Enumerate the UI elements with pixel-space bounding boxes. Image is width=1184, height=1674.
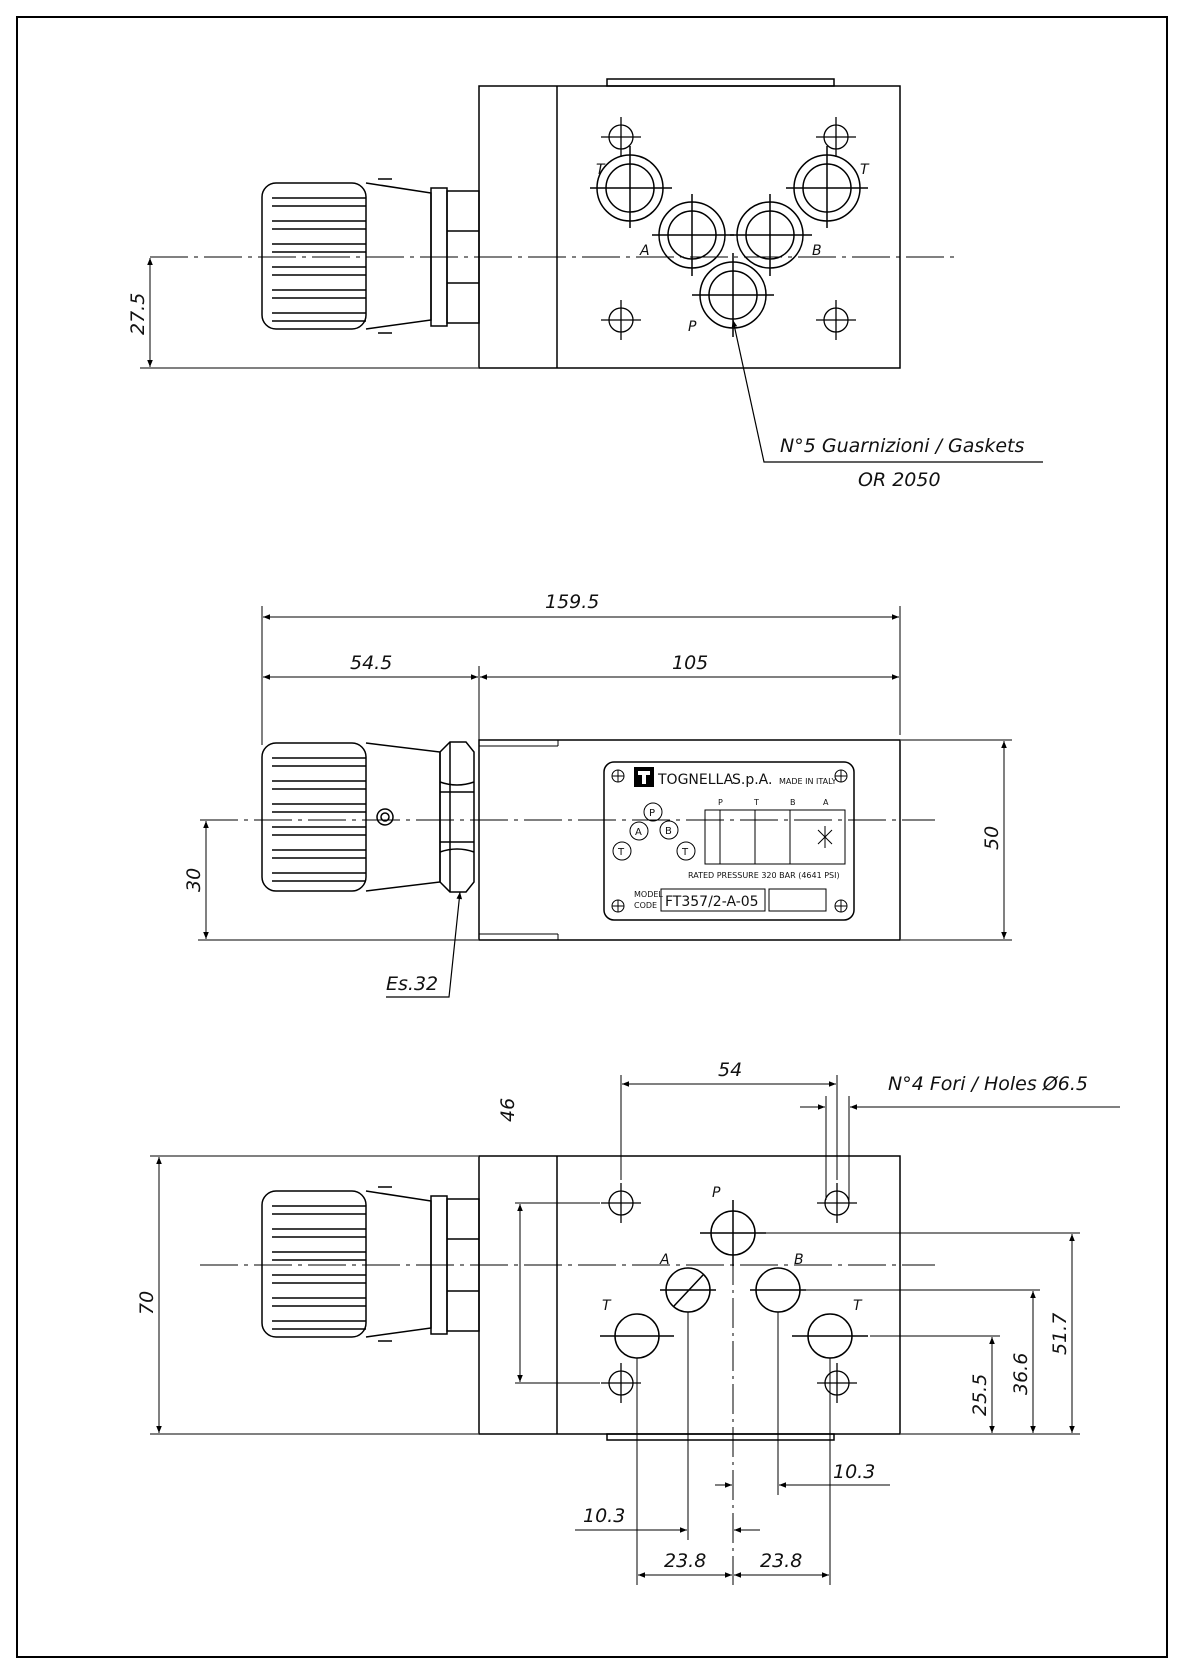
dimension-27-5: 27.5 [127,293,149,335]
port-label-b: B [812,243,822,259]
knob-bottom [261,1186,480,1342]
dimension-50: 50 [981,826,1003,850]
dimension-10-3-left: 10.3 [583,1505,625,1527]
dimension-25-5: 25.5 [969,1374,991,1416]
port-label-p: P [688,319,697,335]
ports-bottom [600,1200,868,1359]
drawing-border [16,16,1168,1658]
mounting-holes-top [601,117,856,340]
dimension-23-8-left: 23.8 [664,1550,706,1572]
port-label-a-bottom: A [659,1252,670,1268]
bottom-view [150,1075,1120,1585]
port-label-p-bottom: P [712,1185,721,1201]
plate-symbol-a: A [635,827,642,838]
gaskets-spec: OR 2050 [858,469,941,491]
port-label-t-left-bottom: T [602,1298,612,1314]
plate-model-value: FT357/2-A-05 [665,894,759,910]
plate-model-label: MODEL [634,890,663,899]
holes-note: N°4 Fori / Holes Ø6.5 [888,1073,1088,1095]
gaskets-note: N°5 Guarnizioni / Gaskets [780,435,1024,457]
dimension-159-5: 159.5 [545,591,599,613]
dimension-46: 46 [497,1098,519,1122]
dimension-70: 70 [136,1291,158,1315]
port-label-t-right: T [860,162,870,178]
plate-column-p: P [718,798,723,807]
plate-column-t: T [753,798,759,807]
port-label-t-right-bottom: T [853,1298,863,1314]
port-label-t-left: T [596,162,606,178]
plate-column-a: A [823,798,829,807]
plate-column-b: B [790,798,796,807]
plate-brand: TOGNELLA [657,772,734,788]
plate-symbol-t-right: T [681,847,689,858]
dimension-23-8-right: 23.8 [760,1550,802,1572]
plate-made-in: MADE IN ITALY [779,777,837,786]
plate-symbol-p: P [649,808,655,819]
plate-symbol-b: B [665,826,672,837]
mounting-holes-bottom [601,1183,857,1403]
top-view-labels: T T A B P 27.5 N°5 Guarnizioni / Gaskets… [127,162,1024,491]
dimension-54: 54 [718,1059,742,1081]
bottom-view-labels: 54 N°4 Fori / Holes Ø6.5 46 70 51.7 36.6… [136,1059,1088,1572]
dimension-105: 105 [672,652,708,674]
dimension-54-5: 54.5 [350,652,392,674]
plate-rated-pressure: RATED PRESSURE 320 BAR (4641 PSI) [688,871,840,880]
knob-top [261,178,480,334]
wrench-size: Es.32 [386,973,438,995]
dimension-30: 30 [183,868,205,892]
knob-side [261,741,475,893]
top-view [140,78,1043,463]
plate-company-suffix: S.p.A. [732,772,772,788]
valve-body-side [478,739,901,941]
dimension-36-6: 36.6 [1010,1353,1032,1395]
port-label-b-bottom: B [794,1252,804,1268]
dimension-51-7: 51.7 [1049,1313,1071,1355]
ports-top [590,146,868,337]
plate-code-label: CODE [634,901,657,910]
port-label-a: A [639,243,650,259]
side-view [198,606,1012,998]
dimension-10-3-right: 10.3 [833,1461,875,1483]
nameplate [603,761,855,921]
side-view-labels: 159.5 54.5 105 50 30 Es.32 TOGNELLA S.p.… [183,591,1003,995]
plate-symbol-t-left: T [617,847,625,858]
